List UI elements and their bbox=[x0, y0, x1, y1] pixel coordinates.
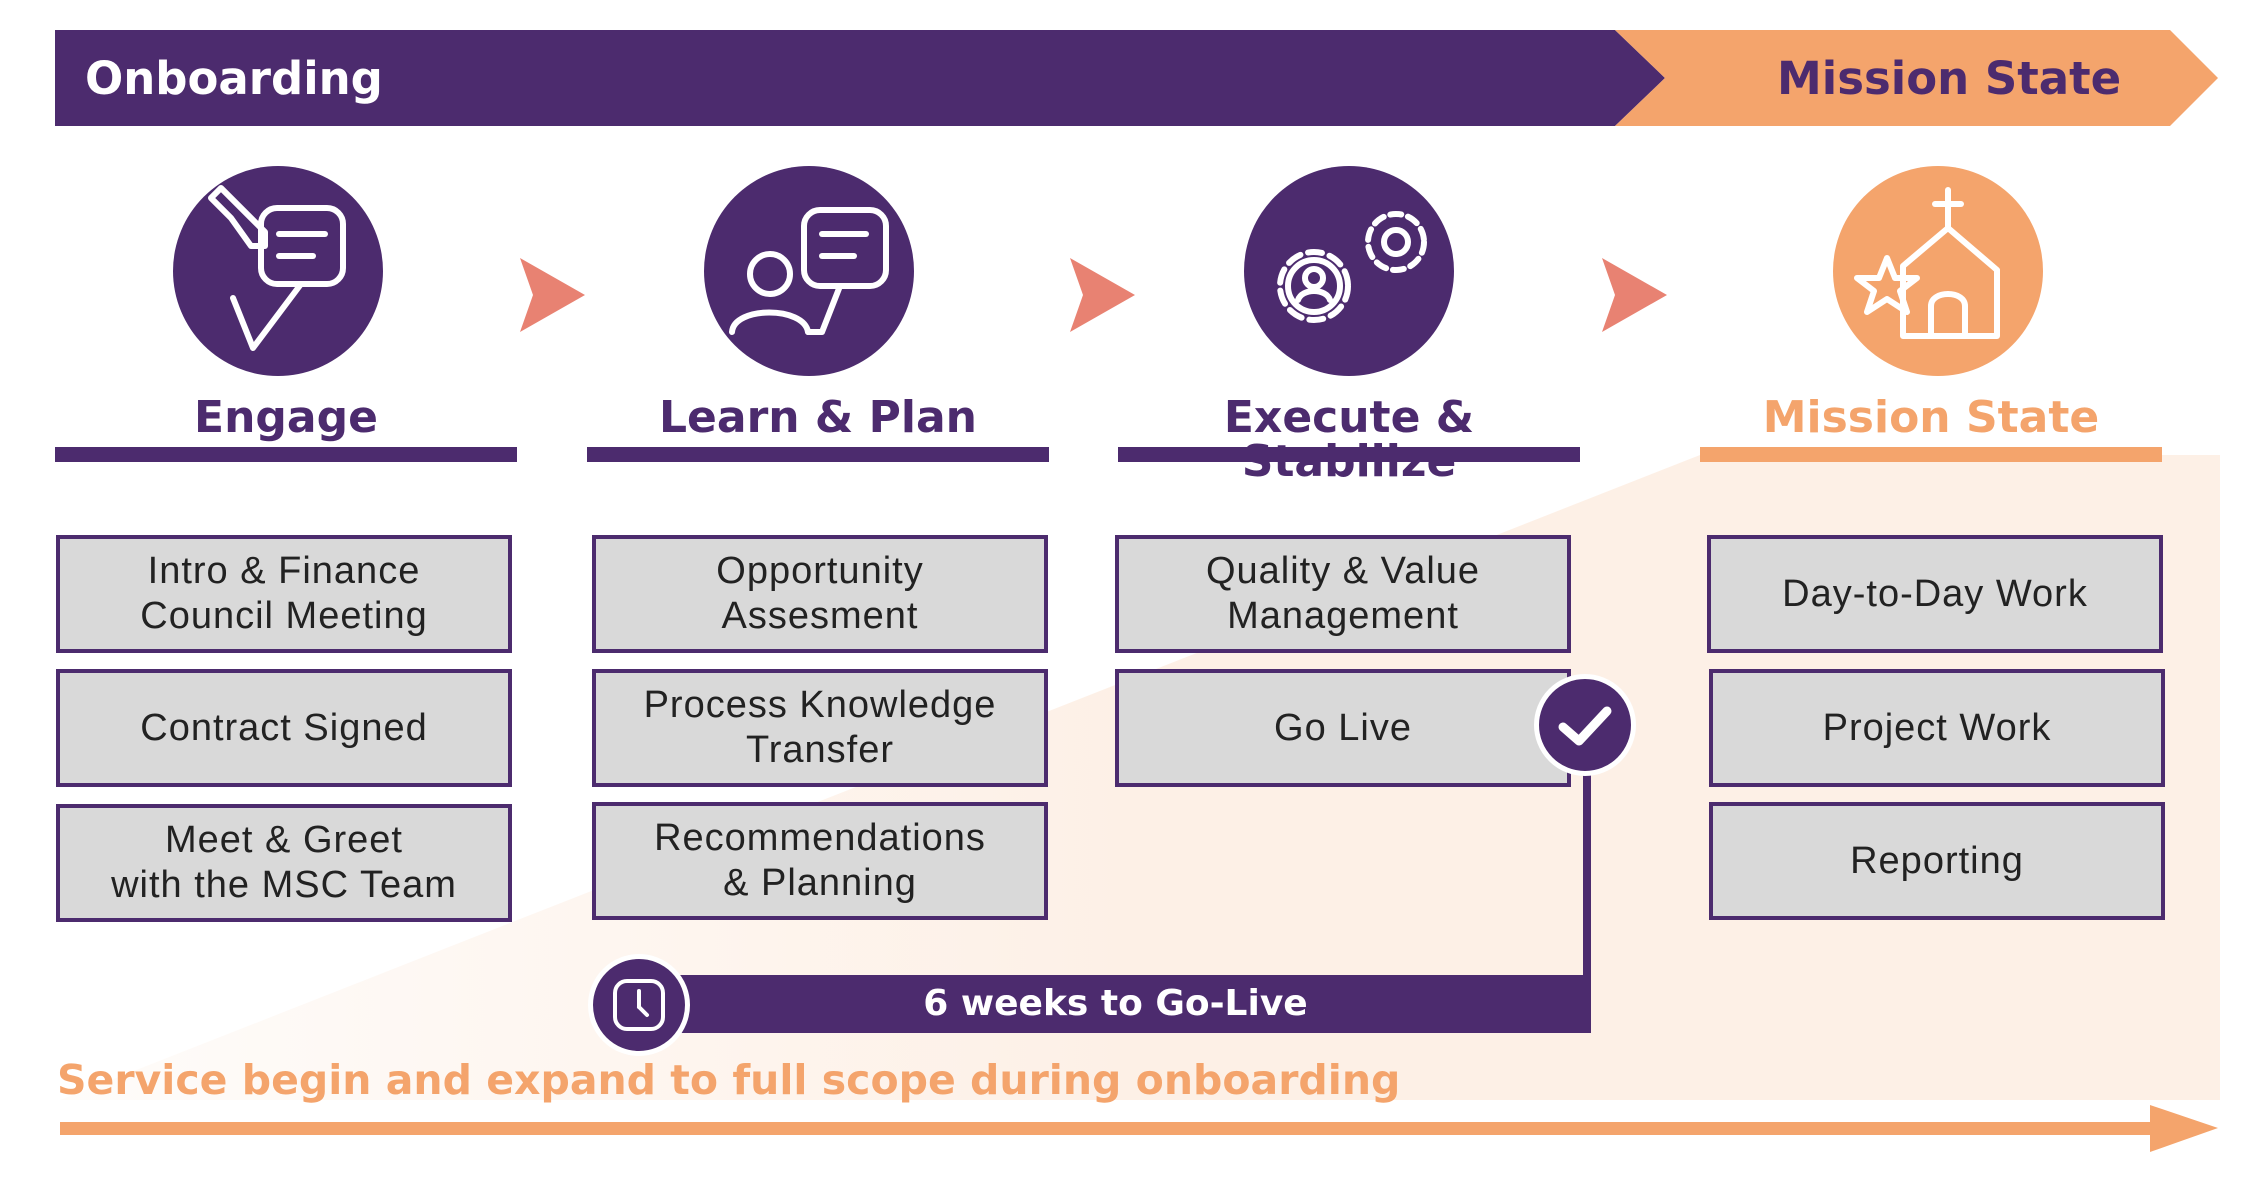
gears-person-icon bbox=[1244, 166, 1454, 376]
golive-timeline-bar bbox=[640, 975, 1591, 1033]
phase-title-mission-state: Mission State bbox=[1762, 392, 2100, 443]
phase-rule-engage bbox=[55, 447, 517, 462]
scope-arrow-head bbox=[2150, 1105, 2218, 1152]
phase-rule-execute-stabilize bbox=[1118, 447, 1580, 462]
phase-title-learn-plan: Learn & Plan bbox=[659, 392, 977, 443]
onboarding-banner bbox=[55, 30, 1665, 126]
task-day-to-day: Day-to-Day Work bbox=[1707, 535, 2163, 653]
phase-rule-learn-plan bbox=[587, 447, 1049, 462]
phase-title-engage: Engage bbox=[194, 392, 378, 443]
chevron-arrow-1 bbox=[520, 258, 585, 332]
mission-banner bbox=[1615, 30, 2218, 126]
person-chat-icon bbox=[704, 166, 914, 376]
clock-icon bbox=[588, 954, 690, 1056]
phase-title-execute-stabilize: Execute & Stabilize bbox=[1223, 392, 1475, 484]
task-process-knowledge: Process Knowledge Transfer bbox=[592, 669, 1048, 787]
checkmark-icon bbox=[1534, 674, 1636, 776]
task-go-live: Go Live bbox=[1115, 669, 1571, 787]
task-quality-value: Quality & Value Management bbox=[1115, 535, 1571, 653]
pencil-checklist-icon bbox=[173, 166, 383, 376]
scope-expansion-text: Service begin and expand to full scope d… bbox=[57, 1056, 1401, 1104]
task-recommendations: Recommendations & Planning bbox=[592, 802, 1048, 920]
chevron-arrow-3 bbox=[1602, 258, 1667, 332]
task-reporting: Reporting bbox=[1709, 802, 2165, 920]
mission-state-banner-label: Mission State bbox=[1777, 52, 2122, 105]
task-project-work: Project Work bbox=[1709, 669, 2165, 787]
church-star-icon bbox=[1833, 166, 2043, 376]
task-opportunity-assessment: Opportunity Assesment bbox=[592, 535, 1048, 653]
task-contract-signed: Contract Signed bbox=[56, 669, 512, 787]
golive-connector bbox=[1583, 775, 1591, 985]
task-meet-greet: Meet & Greet with the MSC Team bbox=[56, 804, 512, 922]
scope-arrow-shaft bbox=[60, 1122, 2160, 1135]
onboarding-label: Onboarding bbox=[85, 52, 383, 105]
phase-rule-mission-state bbox=[1700, 447, 2162, 462]
chevron-arrow-2 bbox=[1070, 258, 1135, 332]
task-intro-finance: Intro & Finance Council Meeting bbox=[56, 535, 512, 653]
timeline-label: 6 weeks to Go-Live bbox=[923, 983, 1308, 1024]
